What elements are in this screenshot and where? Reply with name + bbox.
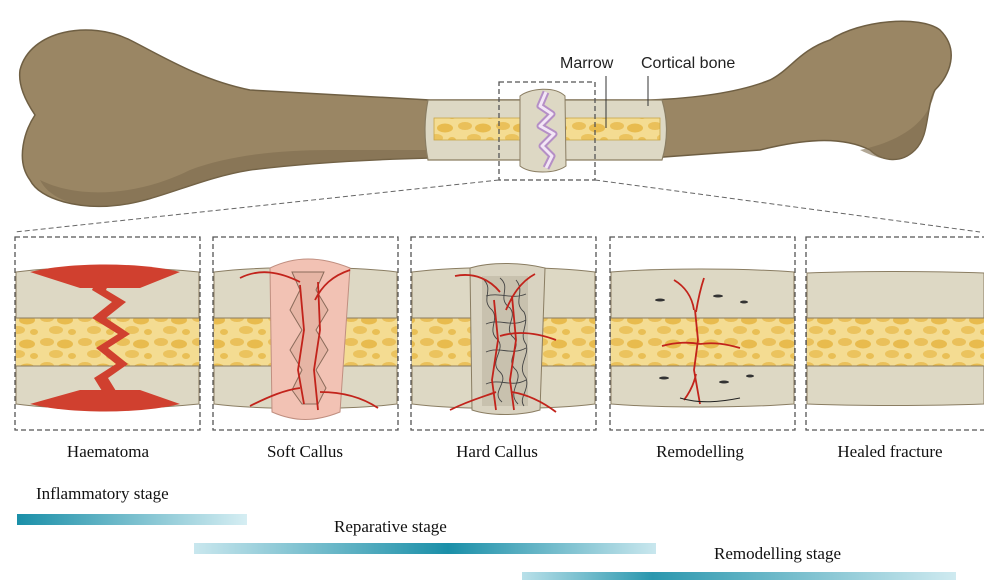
phase-bar-reparative (194, 543, 656, 554)
phase-label-remodelling: Remodelling stage (714, 544, 841, 563)
stage-label-hard-callus: Hard Callus (456, 442, 538, 461)
stage-label-remodelling: Remodelling (656, 442, 744, 461)
stage-label-soft-callus: Soft Callus (267, 442, 343, 461)
zoom-projection-right (595, 180, 980, 232)
phase-bar-inflammatory (17, 514, 247, 525)
marrow-label: Marrow (560, 55, 614, 72)
phase-label-inflammatory: Inflammatory stage (36, 484, 169, 503)
stage-label-haematoma: Haematoma (67, 442, 150, 461)
stage-panel-haematoma (15, 237, 200, 430)
phase-bar-remodelling (522, 572, 956, 580)
stage-panel-healed (806, 237, 984, 430)
phase-label-reparative: Reparative stage (334, 517, 447, 536)
femur-illustration: Marrow Cortical bone (20, 21, 952, 206)
phase-timeline: Inflammatory stage Reparative stage Remo… (17, 484, 956, 580)
stage-panel-hard-callus (411, 237, 596, 430)
stage-panel-soft-callus (213, 237, 398, 430)
stage-panel-remodelling (610, 237, 795, 430)
stage-label-healed-fracture: Healed fracture (837, 442, 942, 461)
cortical-bone-label: Cortical bone (641, 55, 735, 72)
cutaway-section (425, 89, 667, 172)
stage-panels: Haematoma Soft Callus Hard Callus Remode… (15, 237, 984, 461)
